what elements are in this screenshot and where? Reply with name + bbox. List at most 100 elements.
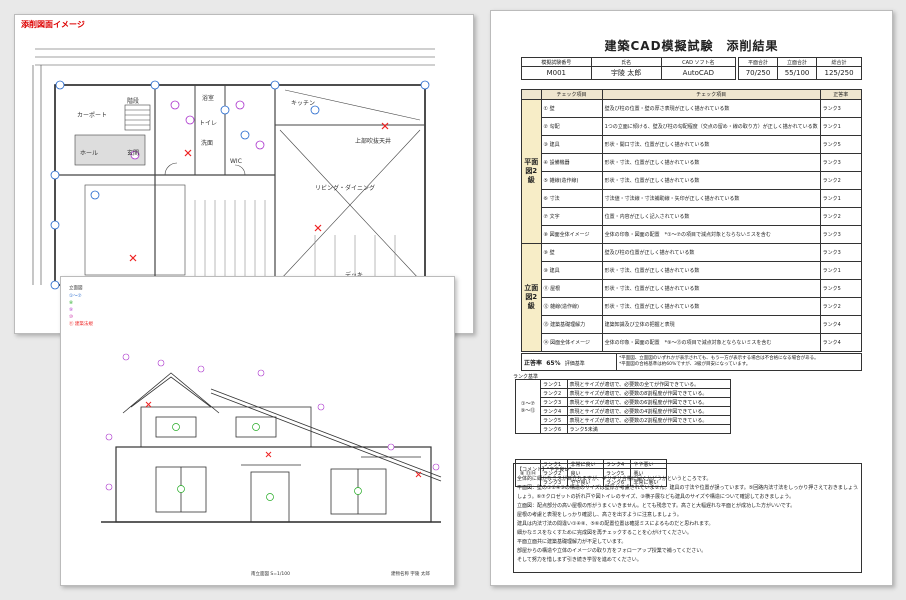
check-rank: ランク4 [819,315,863,334]
comment-line: 屋根の考慮と表現をしっかり確認し、高さを出すように注意しましょう。 [517,512,682,518]
check-rank: ランク1 [819,261,863,280]
check-description: 1つの立面に傾ける、壁及び柱の勾配程度（交点の留め・線の取り方）が正しく描かれて… [601,117,821,136]
check-item: ⑨ 壁 [540,243,603,262]
check-row: ⑪ 屋根形状・寸法、位置が正しく描かれている数ランク5 [522,279,863,298]
comment-line: 部屋からの構造や立体のイメージの取り方をフォローアップ授業で補ってください。 [517,548,707,554]
comment-line: 平面立面共に建築基礎理解力が不足しています。 [517,539,627,545]
rank-name: ランク3 [539,477,569,487]
plan-label-deck: デッキ [345,271,363,279]
check-row: ④ 設備機器形状・寸法、位置が正しく描かれている数ランク3 [522,153,863,172]
score-note-1: *平面図、立面図のいずれかが表示されても、もう一方が表示する場合は不合格になる場… [619,356,819,361]
check-item: ⑭ 図面全体イメージ [540,333,603,352]
blank-header [521,89,542,100]
check-rank: ランク1 [819,117,863,136]
check-row: ⑦ 文字位置・内容が正しく記入されている数ランク2 [522,207,863,226]
check-description: 形状・寸法、位置が正しく描かれている数 [601,153,821,172]
rank-header: 正答率 [819,89,863,100]
comment-box: 【コメント】"やや良い" 全体的に細かなミスが目立ちますが、ギリギリ合格に届くかど… [513,463,862,573]
check-rank: ランク3 [819,153,863,172]
floor-plan-drawing: カーポート ホール 玄関 浴室 トイレ 洗面 キッチン リビング・ダイニング 上… [32,48,435,290]
grand-total-label: 総合計 [816,57,862,67]
check-item: ⑥ 寸法 [540,189,603,208]
check-description: 形状・寸法、位置が正しく描かれている数 [601,261,821,280]
check-rank: ランク3 [819,243,863,262]
rank-name: ランク3 [540,397,568,407]
plan-label-bath: 浴室 [202,94,214,102]
check-item: ⑦ 文字 [540,207,603,226]
rank-name: ランク6 [540,424,568,434]
rank-name: ランク4 [540,406,568,416]
elevation-legend-5: ⑪ 建築法規 [69,320,93,327]
check-row: ⑫ 雑線(造作線)形状・寸法、位置が正しく描かれている数ランク2 [522,297,863,316]
elevation-scale-note: 南立面図 S=1/100 [251,570,290,577]
plan-label-entrance: 玄関 [127,149,139,157]
plan-label-wash: 洗面 [201,139,213,147]
check-description: 建築知識及び立体の把握と表現 [601,315,821,334]
criteria-label: 評価基準 [564,360,585,367]
plan-label-hall: ホール [80,150,98,157]
score-note-2: *平面図の合格基準は約60%ですが、3級が目安になっています。 [619,362,751,367]
plan-label-kitchen: キッチン [291,100,315,107]
rank-name: ランク1 [540,379,568,389]
comment-line: しょう。⑥⑦クロゼットの折れ戸や図トイレのサイズ、③横子展なども建具のサイズや構… [517,494,795,500]
score-value: 65% [546,359,561,367]
comment-line: 立面図：配点部分の高い屋根の形がうまくいきません。とても残念です。高さと大幅遅れ… [517,503,796,509]
grand-total-value: 125/250 [816,66,862,80]
comment-line: 【コメント】"やや良い" [517,467,572,473]
elevation-legend-title: 立面図 [69,284,83,291]
elevation-legend-1: ①〜⑦ [69,293,82,299]
score-label: 正答率 [524,359,543,367]
rank-description: ランク5未満 [566,424,732,434]
check-rank: ランク5 [819,135,863,154]
check-description: 寸法値・寸法線・寸法補助線・矢印が正しく描かれている数 [601,189,821,208]
elevation-drawing: 立面図 ①〜⑦ ⑧ ⑨ ⑩ ⑪ 建築法規 [69,284,442,577]
elevation-drawing-sheet: 立面図 ①〜⑦ ⑧ ⑨ ⑩ ⑪ 建築法規 [60,276,455,586]
exam-no-label: 模擬試験番号 [521,57,592,67]
score-total-table: 平面合計 立面合計 総合計 70/250 55/100 125/250 [737,57,862,80]
check-row: ③ 建具形状・開口寸法、位置が正しく描かれている数ランク5 [522,135,863,154]
result-title: 建築CAD模擬試験 添削結果 [604,39,779,53]
plan-total-label: 平面合計 [737,57,779,67]
check-description: 形状・開口寸法、位置が正しく描かれている数 [601,135,821,154]
check-description: 壁及び柱の位置・壁の厚さ表現が正しく描かれている数 [601,99,821,118]
elevation-legend-2: ⑧ [69,300,73,306]
check-row: ⑧ 図面全体イメージ全体の印象・図面の配置 *①〜⑦の項目で減点対象とならないミ… [522,225,863,244]
exam-info-table: 模擬試験番号 氏名 CAD ソフト名 M001 宇陵 太郎 AutoCAD [521,57,737,80]
rank-description: 表現とサイズが適切で、必要数の6割程度が作図できている。 [566,397,732,407]
rank-name: ランク2 [540,388,568,398]
check-description: 形状・寸法、位置が正しく描かれている数 [601,279,821,298]
elevation-legend-4: ⑩ [69,314,73,320]
check-row: ⑩ 建具形状・寸法、位置が正しく描かれている数ランク1 [522,261,863,280]
rank-description: 表現とサイズが適切で、必要数の8割程度が作図できている。 [566,388,732,398]
plan-label-stair: 階段 [127,97,139,105]
check-row: ⑥ 寸法寸法値・寸法線・寸法補助線・矢印が正しく描かれている数ランク1 [522,189,863,208]
check-row: ⑬ 建築基礎理解力建築知識及び立体の把握と表現ランク4 [522,315,863,334]
comment-line: 平面図：壁の①②④③の構造のサイズは壁厚が考慮されていません。建具の寸法や位置が… [517,485,858,491]
check-item: ② 勾配 [540,117,603,136]
plan-label-toilet: トイレ [199,120,217,127]
comment-line: そして努力を惜しまず引き続き学習を進めてください。 [517,557,642,563]
check-item: ⑬ 建築基礎理解力 [540,315,603,334]
check-rank: ランク4 [819,333,863,352]
rank-name: ランク6 [602,477,632,487]
check-description: 位置・内容が正しく記入されている数 [601,207,821,226]
comment-line: 全体的に細かなミスが目立ちますが、ギリギリ合格に届くかどうかというところです。 [517,476,712,482]
check-row: ⑤ 雑線(造作線)形状・寸法、位置が正しく描かれている数ランク2 [522,171,863,190]
plan-label-living: リビング・ダイニング [315,184,375,192]
check-item: ④ 設備機器 [540,153,603,172]
rank-name: ランク5 [540,415,568,425]
section-label: 立面図2級 [521,243,542,352]
rank-description: 非常に悪い [630,477,667,487]
check-description: 形状・寸法、位置が正しく描かれている数 [601,297,821,316]
item-header: チェック項目 [540,89,603,100]
check-header: チェック項目 [601,89,821,100]
